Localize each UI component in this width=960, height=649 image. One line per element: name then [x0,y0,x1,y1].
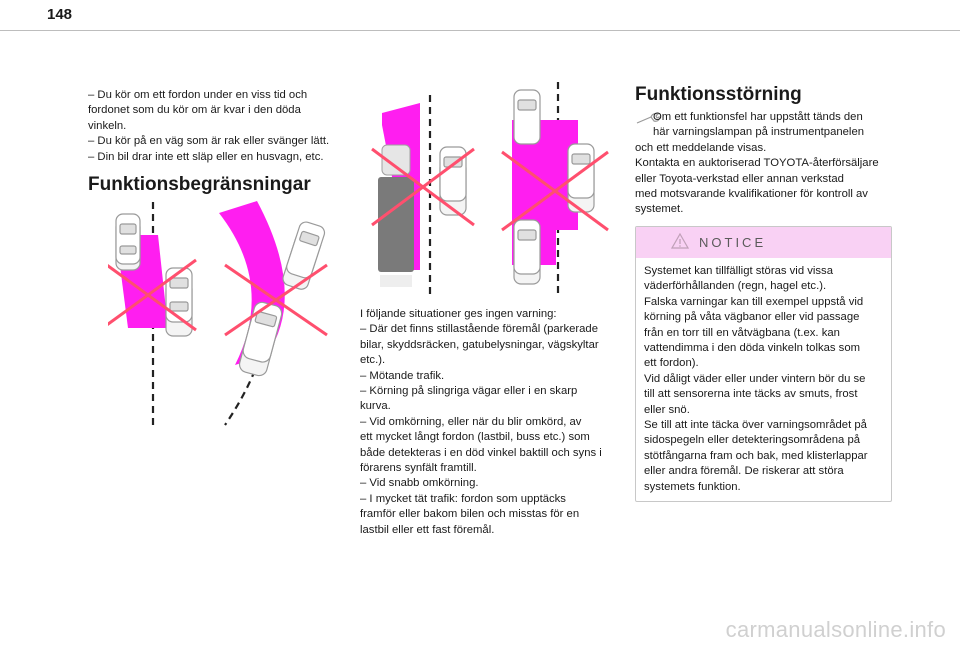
car-icon [115,213,141,271]
text-line: – I mycket tät trafik: fordon som upptäc… [360,492,566,505]
text-line: lastbil eller ett fast föremål. [360,523,495,536]
section-heading-limitations: Funktionsbegränsningar [88,174,311,195]
text-line: kurva. [360,400,391,413]
text-line: bilar, skyddsräcken, gatubelysningar, vä… [360,338,599,351]
car-icon [282,221,326,290]
car-icon [439,146,467,216]
text-line: – Vid omkörning, eller när du blir omkör… [360,415,582,428]
notice-body: Systemet kan tillfälligt störas vid viss… [644,264,868,495]
illustration-curved-road [219,201,328,426]
notice-header: NOTICE [636,227,891,258]
text-line: I följande situationer ges ingen varning… [360,308,557,320]
text-line: här varningslampan på instrumentpanelen [653,126,865,139]
malfunction-text: Om ett funktionsfel har uppstått tänds d… [635,110,895,218]
car-icon [567,143,595,213]
car-icon [513,219,541,285]
section-heading-malfunction: Funktionsstörning [635,84,802,105]
text-line: – Där det finns stillastående föremål (p… [360,323,598,336]
text-line: Vid dåligt väder eller under vintern bör… [644,372,866,385]
text-line: – Körning på slingriga vägar eller i en … [360,385,578,398]
text-line: fordonet som du kör om är kvar i den död… [88,104,301,117]
text-line: framför eller bakom bilen och misstas fö… [360,508,580,521]
text-line: – Du kör om ett fordon under en viss tid… [88,89,308,101]
car-icon [165,267,193,337]
text-line: – Din bil drar inte ett släp eller en hu… [88,150,324,163]
illustration-dense-traffic [501,82,609,298]
text-line: Kontakta en auktoriserad TOYOTA-återförs… [635,157,879,170]
footer-watermark[interactable]: carmanualsonline.info [725,617,946,642]
text-line: förarens synfält framtill. [360,462,477,475]
car-icon [513,89,541,145]
page-number: 148 [47,6,73,23]
text-line: från en torr till en våtvägbana (t.ex. k… [644,326,840,339]
text-line: eller Toyota-verkstad eller annan verkst… [635,172,844,185]
text-line: ett fordon). [644,357,699,370]
text-line: vinkeln. [88,119,127,132]
notice-title: NOTICE [699,235,767,250]
text-line: med motsvarande kvalifikationer för kont… [635,188,868,201]
notice-box: NOTICE Systemet kan tillfälligt störas v… [635,226,892,502]
text-line: körning på våta vägbanor eller vid passa… [644,311,860,324]
text-line: Se till att inte täcka över varningsområ… [644,419,867,432]
text-line: både detekteras i en död vinkel baktill … [360,446,602,459]
text-line: eller andra föremål. De riskerar att stö… [644,465,844,478]
text-line: – Du kör på en väg som är rak eller svän… [88,135,330,148]
text-line: systemet. [635,203,684,216]
text-line: Systemet kan tillfälligt störas vid viss… [644,265,833,277]
text-line: vattendimma i den döda vinkeln tolkas so… [644,342,861,355]
text-line: Falska varningar kan till exempel uppstå… [644,295,864,308]
text-line: väderförhållanden (regn, hagel etc.). [644,280,827,293]
illustration-truck [371,95,475,298]
text-line: Om ett funktionsfel har uppstått tänds d… [653,111,863,123]
illustration-straight-road [108,202,197,428]
wrench-icon [636,113,660,124]
header-divider [0,30,960,31]
text-line: stötfångarna fram och bak, med klisterla… [644,449,868,462]
text-line: sidospegeln eller detekteringsområdena p… [644,434,861,447]
no-warning-situations-text: I följande situationer ges ingen varning… [360,307,620,538]
text-line: – Vid snabb omkörning. [360,477,479,490]
text-line: etc.). [360,354,386,367]
text-line: ett mycket långt fordon (lastbil, buss e… [360,431,590,444]
text-line: till att sensorerna inte täcks av smuts,… [644,388,858,401]
text-line: eller snö. [644,403,690,416]
text-line: – Mötande trafik. [360,369,445,382]
text-line: och ett meddelande visas. [635,141,767,154]
text-line: systemets funktion. [644,480,741,493]
warning-triangle-icon [671,233,689,249]
left-intro-text: – Du kör om ett fordon under en viss tid… [88,88,353,165]
